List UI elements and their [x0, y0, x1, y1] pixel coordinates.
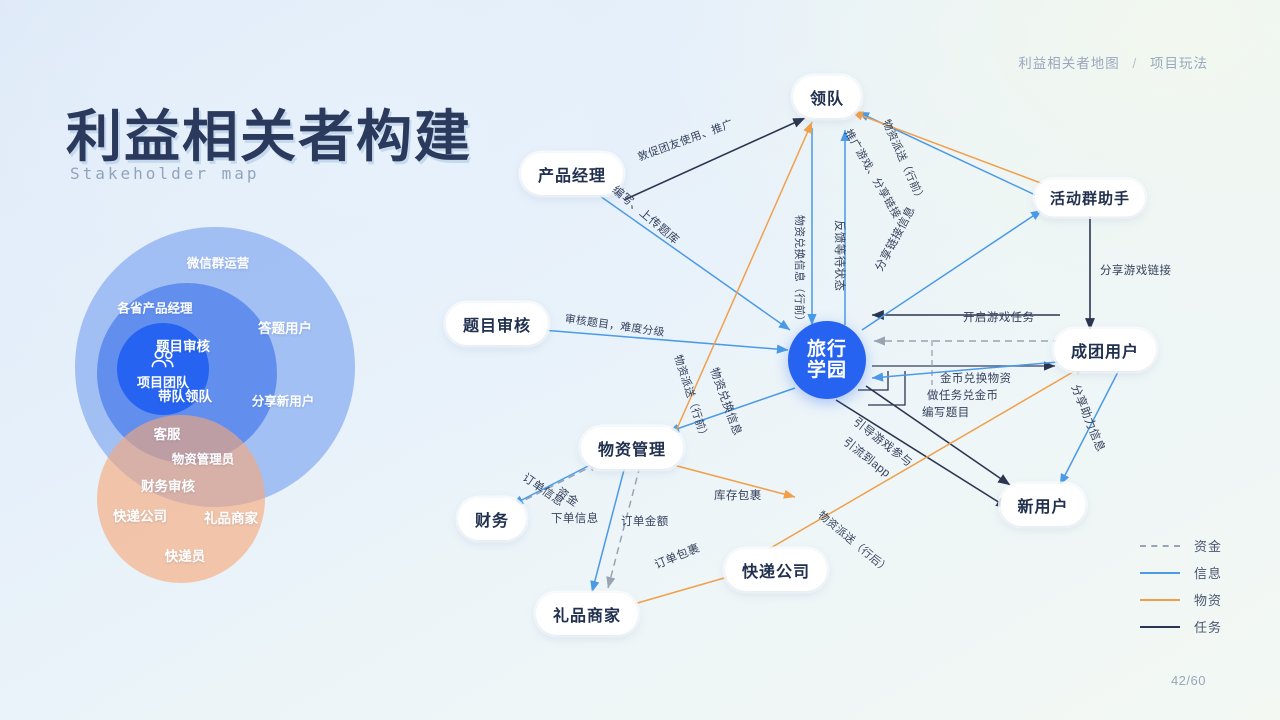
node-supply-management[interactable]: 物资管理: [580, 427, 684, 469]
venn-core-label: 项目团队: [136, 374, 189, 390]
legend-label: 资金: [1194, 539, 1223, 554]
legend-item: 信息: [1140, 559, 1250, 586]
breadcrumb-current[interactable]: 项目玩法: [1150, 56, 1208, 71]
legend-label: 信息: [1194, 566, 1223, 581]
breadcrumb: 利益相关者地图 / 项目玩法: [1018, 52, 1208, 72]
legend-label: 物资: [1194, 593, 1223, 608]
edge-label: 金币兑换物资: [940, 373, 1012, 385]
edge-label: 订单金额: [621, 516, 669, 528]
venn-label: 礼品商家: [204, 511, 258, 526]
node-group-assistant[interactable]: 活动群助手: [1034, 179, 1146, 217]
legend-label: 任务: [1194, 620, 1223, 635]
venn-label: 各省产品经理: [117, 301, 193, 316]
node-express-company[interactable]: 快递公司: [724, 549, 828, 591]
node-hub-travel-academy[interactable]: 旅行 学园: [788, 321, 866, 399]
edge-label: 反馈等待状态: [833, 220, 845, 292]
venn-label: 快递公司: [113, 509, 167, 524]
legend-swatch-资金: [1140, 544, 1180, 547]
hub-label-line2: 学园: [806, 360, 847, 381]
venn-circle-partners: [97, 415, 265, 583]
users-icon: [151, 349, 174, 367]
legend-item: 任务: [1140, 613, 1250, 640]
edge-label: 物资兑换信息（行前）: [793, 215, 805, 327]
node-product-manager[interactable]: 产品经理: [520, 153, 624, 195]
legend-swatch-物资: [1140, 598, 1180, 601]
page-subtitle: Stakeholder map: [70, 164, 260, 183]
edge-label: 编写题目: [922, 407, 970, 419]
venn-label: 带队领队: [158, 389, 212, 404]
breadcrumb-separator: /: [1132, 56, 1138, 71]
venn-label: 客服: [153, 427, 181, 442]
node-question-review[interactable]: 题目审核: [445, 303, 549, 345]
page-number: 42/60: [1170, 673, 1206, 688]
legend: 资金信息物资任务: [1140, 532, 1250, 640]
edge-label: 开启游戏任务: [963, 312, 1035, 324]
page-title: 利益相关者构建: [66, 105, 472, 168]
legend-item: 物资: [1140, 586, 1250, 613]
node-new-user[interactable]: 新用户: [1000, 484, 1086, 526]
venn-label: 答题用户: [258, 321, 312, 336]
legend-swatch-信息: [1140, 571, 1180, 574]
venn-circle-core: 项目团队: [117, 323, 209, 415]
venn-label: 快递员: [164, 549, 206, 564]
edge-label: 分享游戏链接: [1100, 265, 1172, 277]
node-finance[interactable]: 财务: [457, 498, 527, 540]
venn-label: 财务审核: [141, 479, 195, 494]
node-leader[interactable]: 领队: [792, 76, 862, 118]
venn-label: 分享新用户: [251, 394, 315, 409]
edge-label: 做任务兑金币: [927, 390, 999, 402]
edge-label: 库存包裹: [714, 490, 762, 502]
edge-label: 下单信息: [551, 513, 599, 525]
legend-swatch-任务: [1140, 625, 1180, 628]
breadcrumb-parent[interactable]: 利益相关者地图: [1018, 56, 1120, 71]
node-team-user[interactable]: 成团用户: [1053, 329, 1157, 371]
venn-label: 物资管理员: [171, 452, 235, 467]
node-gift-merchant[interactable]: 礼品商家: [535, 593, 639, 635]
legend-item: 资金: [1140, 532, 1250, 559]
venn-label: 微信群运营: [186, 256, 250, 271]
venn-label: 题目审核: [156, 339, 210, 354]
venn-diagram: 项目团队 微信群运营各省产品经理答题用户题目审核带队领队 分享新用户客服物资管理员…: [55, 215, 375, 585]
hub-label-line1: 旅行: [806, 338, 847, 360]
